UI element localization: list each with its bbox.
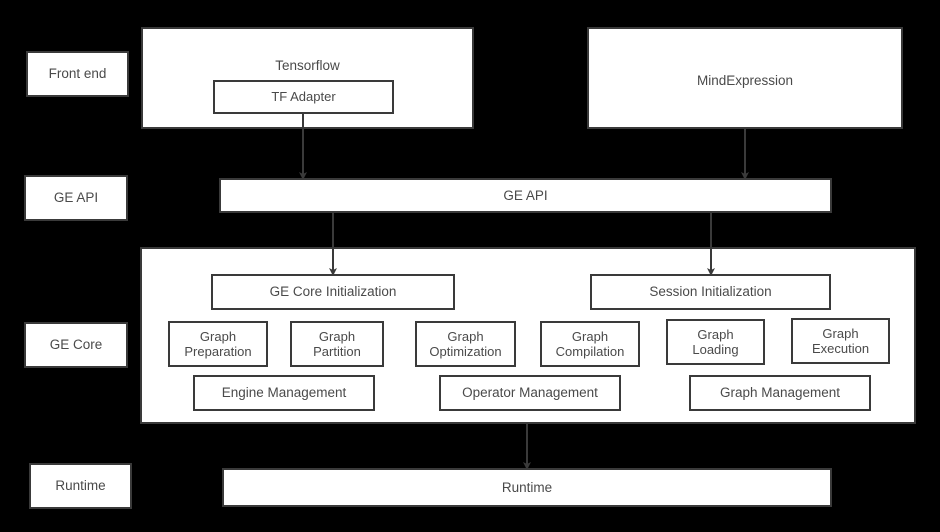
module-graph-optimization-line2: Optimization <box>429 344 502 359</box>
ge-core-initialization-box: GE Core Initialization <box>211 274 455 310</box>
module-graph-execution-line2: Execution <box>811 341 870 356</box>
tf-adapter-box: TF Adapter <box>213 80 394 114</box>
manager-operator-management: Operator Management <box>439 375 621 411</box>
session-initialization-label: Session Initialization <box>649 284 772 300</box>
manager-graph-management-label: Graph Management <box>719 385 841 401</box>
ge-api-box: GE API <box>219 178 832 213</box>
module-graph-partition: Graph Partition <box>290 321 384 367</box>
module-graph-partition-line2: Partition <box>313 344 361 359</box>
module-graph-loading-line2: Loading <box>692 342 739 357</box>
manager-engine-management-label: Engine Management <box>221 385 347 401</box>
lane-label-front-end: Front end <box>26 51 129 97</box>
module-graph-preparation: Graph Preparation <box>168 321 268 367</box>
mindexpression-title: MindExpression <box>696 73 794 88</box>
manager-graph-management: Graph Management <box>689 375 871 411</box>
lane-label-front-end-text: Front end <box>48 66 107 82</box>
module-graph-compilation-line2: Compilation <box>555 344 625 359</box>
module-graph-preparation-line1: Graph <box>199 328 237 344</box>
lane-label-runtime: Runtime <box>29 463 132 509</box>
module-graph-execution: Graph Execution <box>791 318 890 364</box>
module-graph-partition-line1: Graph <box>318 328 356 344</box>
module-graph-execution-line1: Graph <box>822 325 859 341</box>
lane-label-ge-api-text: GE API <box>53 190 99 206</box>
module-graph-loading: Graph Loading <box>666 319 765 365</box>
module-graph-compilation: Graph Compilation <box>540 321 640 367</box>
module-graph-loading-line1: Graph <box>697 326 734 342</box>
tensorflow-title: Tensorflow <box>275 58 340 73</box>
session-initialization-box: Session Initialization <box>590 274 831 310</box>
lane-label-ge-api: GE API <box>24 175 128 221</box>
manager-operator-management-label: Operator Management <box>462 385 598 401</box>
module-graph-optimization: Graph Optimization <box>415 321 516 367</box>
ge-core-initialization-label: GE Core Initialization <box>269 284 397 300</box>
mindexpression-container: MindExpression <box>587 27 903 129</box>
lane-label-ge-core-text: GE Core <box>49 337 103 353</box>
module-graph-preparation-line2: Preparation <box>184 344 252 359</box>
manager-engine-management: Engine Management <box>193 375 375 411</box>
module-graph-optimization-line1: Graph <box>447 328 484 344</box>
runtime-box: Runtime <box>222 468 832 507</box>
module-graph-compilation-line1: Graph <box>571 328 609 344</box>
tf-adapter-label: TF Adapter <box>271 89 336 105</box>
ge-api-label: GE API <box>503 187 548 203</box>
lane-label-ge-core: GE Core <box>24 322 128 368</box>
runtime-label: Runtime <box>501 479 553 495</box>
lane-label-runtime-text: Runtime <box>55 478 106 494</box>
